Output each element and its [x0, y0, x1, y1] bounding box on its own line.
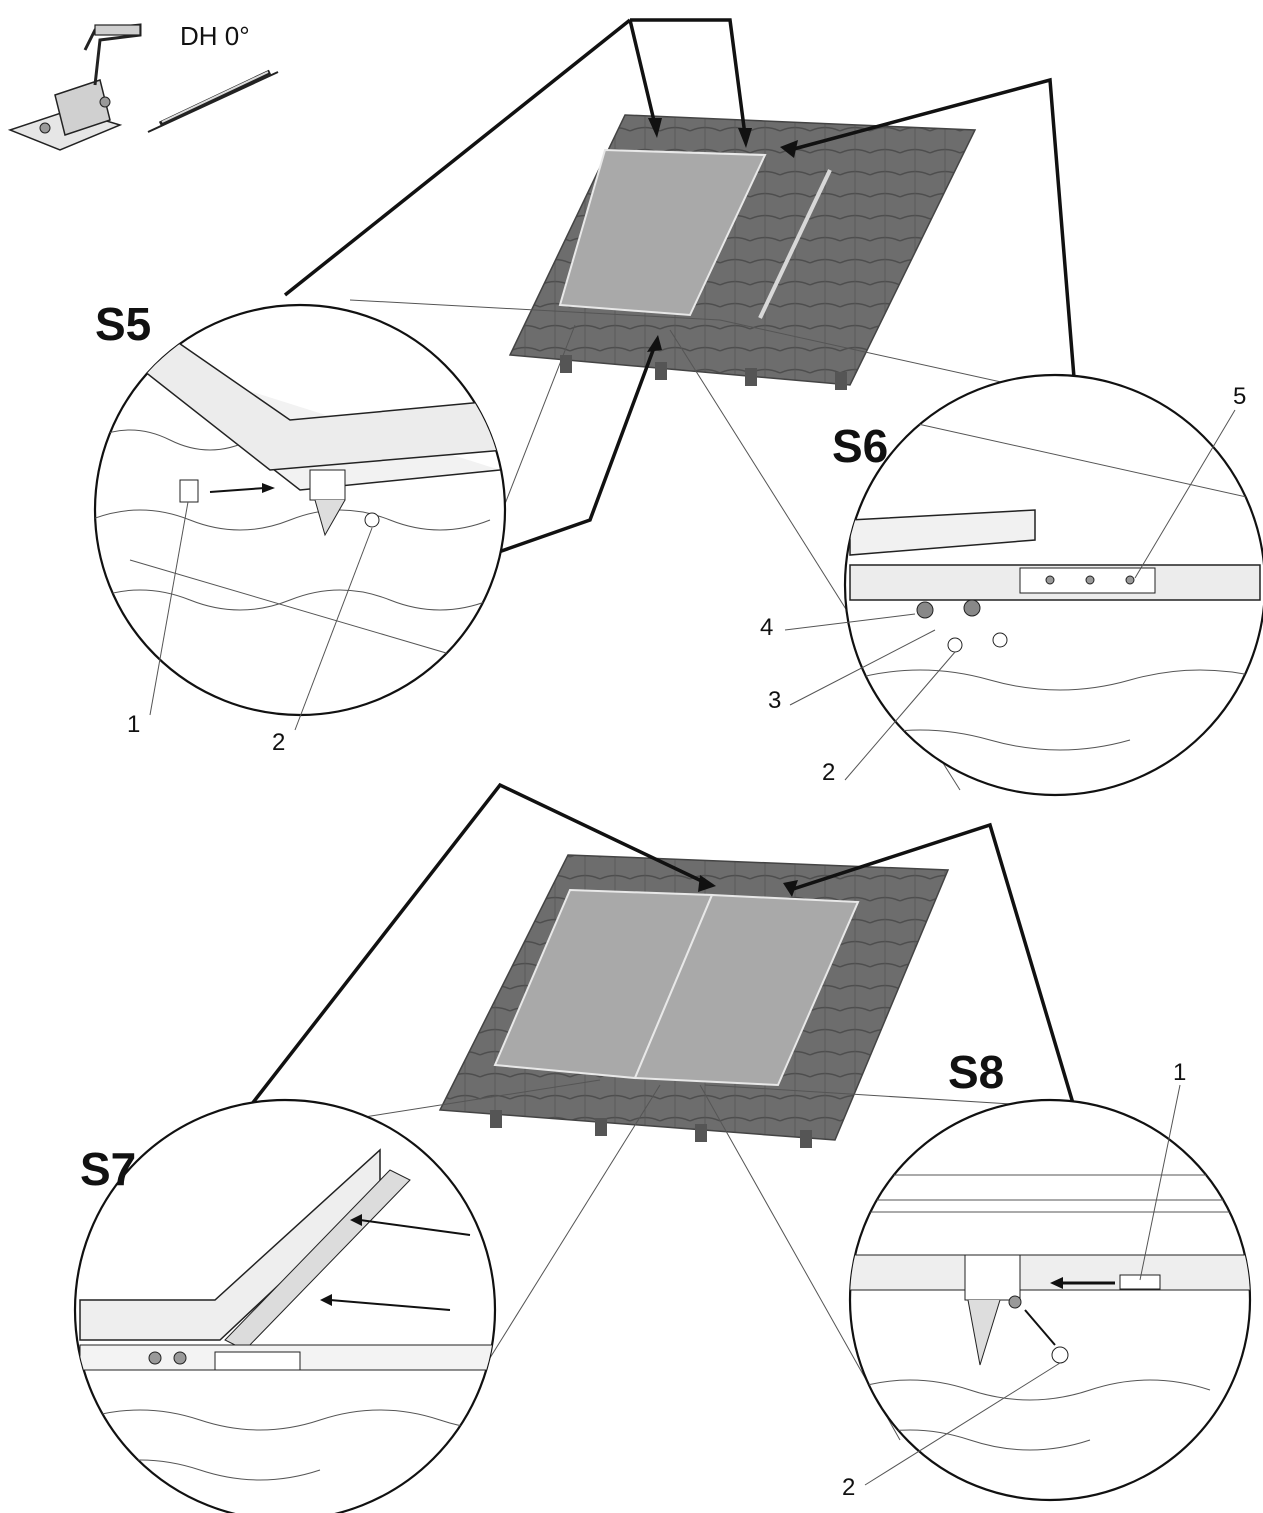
zoom-s5: S5 1 2: [93, 298, 507, 756]
angle-label: DH 0°: [180, 21, 250, 51]
rail-top: [758, 169, 832, 319]
s8-callout-1: 1: [1173, 1059, 1186, 1086]
s6-callout-2: 2: [822, 759, 835, 786]
arrows-bottom: [218, 782, 1077, 1147]
mounting-bracket-icon: [7, 23, 142, 151]
zoom-s8: S8 1 2: [842, 1046, 1252, 1502]
s6-part-4: [916, 601, 934, 619]
s5-callout-1: 1: [127, 711, 140, 738]
roof-bottom: [438, 854, 950, 1148]
s5-label: S5: [95, 298, 151, 350]
collector-panel-1: [558, 148, 767, 317]
collector-panel-3: [633, 893, 860, 1087]
arrows-top: [283, 18, 1077, 557]
s6-callout-4: 4: [760, 614, 773, 641]
s5-part-1: [179, 479, 199, 503]
roof-top: [508, 114, 977, 390]
s6-callout-5: 5: [1233, 383, 1246, 410]
s6-part-2: [947, 637, 963, 653]
rail-icon: [147, 69, 279, 133]
s6-callout-3: 3: [768, 687, 781, 714]
s6-label: S6: [832, 420, 888, 472]
s5-callout-2: 2: [272, 729, 285, 756]
zoom-s6: S6 5 4 3 2: [760, 373, 1263, 797]
s8-callout-2: 2: [842, 1474, 855, 1501]
zoom-s7: S7: [73, 1098, 497, 1513]
s8-label: S8: [948, 1046, 1004, 1098]
s5-part-2: [364, 512, 380, 528]
s7-label: S7: [80, 1143, 136, 1195]
s8-part-1: [1119, 1274, 1161, 1290]
s8-part-2: [1051, 1346, 1069, 1364]
